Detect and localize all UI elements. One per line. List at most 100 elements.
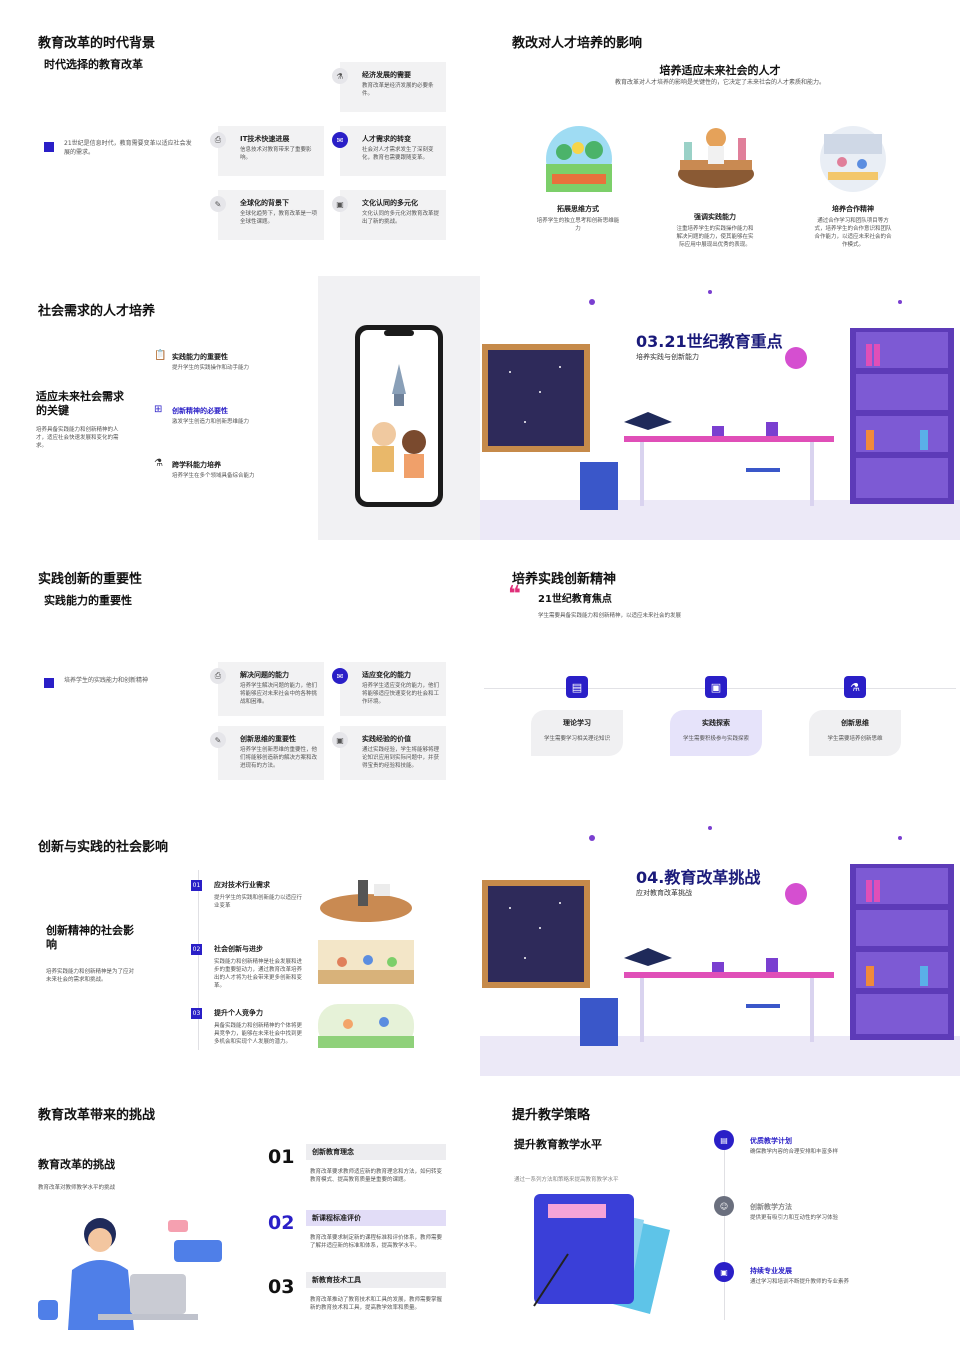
item-number: 02 (191, 944, 202, 955)
image-icon: ▣ (332, 196, 348, 212)
card-adapt[interactable]: ✉ 适应变化的能力 培养学生适应变化的能力，他们将能够适应快速变化的社会和工作环… (332, 662, 446, 716)
bullet-square (44, 678, 54, 688)
card-desc: 全球化趋势下，教育改革是一项全球性课题。 (240, 211, 318, 225)
card-it[interactable]: ⎙ IT技术快速进展 信息技术对教育带来了重要影响。 (210, 126, 324, 176)
left-text: 培养学生的实践能力和创新精神 (64, 677, 149, 684)
quote-desc: 学生需要具备实践能力和创新精神，以适应未来社会的发展 (538, 613, 682, 619)
slide-subtitle: 实践能力的重要性 (44, 594, 132, 607)
item-title: 创新教学方法 (750, 1203, 792, 1211)
slide-subtitle: 培养适应未来社会的人才 (659, 64, 781, 77)
step-practice[interactable]: 实践探索 学生需要积极参与实践探索 (670, 710, 762, 756)
printer-icon: ⎙ (210, 132, 226, 148)
card-desc: 教育改革是经济发展的必要条件。 (362, 83, 434, 97)
card-talent[interactable]: ✉ 人才需求的转变 社会对人才需求发生了深刻变化，教育也需要跟随变革。 (332, 126, 446, 176)
timeline-line (724, 1144, 725, 1320)
item-desc: 提升学生的实践操作和动手能力 (172, 365, 250, 371)
item-title: 应对技术行业需求 (214, 881, 270, 889)
card-problem[interactable]: ⎙ 解决问题的能力 培养学生解决问题的能力，他们将能够应对未来社会中的各种挑战和… (210, 662, 324, 716)
slide-subtitle: 提升教育教学水平 (514, 1138, 602, 1151)
card-economy[interactable]: ⚗ 经济发展的需要 教育改革是经济发展的必要条件。 (332, 62, 446, 112)
item-number: 01 (268, 1146, 295, 1168)
step-innovation[interactable]: 创新思维 学生需要培养创新思维 (809, 710, 901, 756)
section-subtitle: 应对教育改革挑战 (636, 889, 692, 897)
slide-4[interactable]: 03.21世纪教育重点 培养实践与创新能力 (480, 272, 960, 540)
slide-10[interactable]: 提升教学策略 提升教育教学水平 通过一系列方法和策略来提高教育教学水平 ▤ 优质… (480, 1080, 960, 1348)
col-desc: 注重培养学生的实践操作能力和解决问题的能力，使其能够在实际应用中展现出优秀的表现… (676, 226, 754, 248)
item-title: 社会创新与进步 (214, 945, 263, 953)
classroom-photo (318, 940, 414, 984)
item-title: 持续专业发展 (750, 1267, 792, 1275)
section-title: 04.教育改革挑战 (636, 868, 761, 887)
slide-title: 教改对人才培养的影响 (512, 36, 643, 51)
card-title: 全球化的背景下 (240, 199, 289, 207)
col-title: 强调实践能力 (694, 213, 736, 221)
card-desc: 社会对人才需求发生了深刻变化，教育也需要跟随变革。 (362, 147, 434, 161)
col-2: 强调实践能力 注重培养学生的实践操作能力和解决问题的能力，使其能够在实际应用中展… (676, 212, 754, 249)
bullet-square (44, 142, 54, 152)
left-desc: 教育改革对教师教学水平的挑战 (38, 1185, 116, 1191)
card-title: 人才需求的转变 (362, 135, 411, 143)
key-desc: 培养具备实践能力和创新精神的人才，适应社会快速发展和变化的需求。 (36, 427, 119, 449)
slide-title: 实践创新的重要性 (38, 572, 143, 587)
section-subtitle: 培养实践与创新能力 (636, 353, 699, 361)
item-desc: 实践能力和创新精神是社会发展和进步的重要驱动力，通过教育改革培养出的人才将为社会… (214, 959, 303, 989)
item-desc: 提供更有吸引力和互动性的学习体验 (750, 1215, 839, 1221)
slide-7[interactable]: 创新与实践的社会影响 创新精神的社会影响 培养实践能力和创新精神是为了应对未来社… (0, 808, 480, 1076)
card-experience[interactable]: ▣ 实践经验的价值 通过实践经验，学生将能够将理论知识应用到实际问题中，并获得宝… (332, 726, 446, 780)
slide-1[interactable]: 教育改革的时代背景 时代选择的教育改革 21世纪是信息时代，教育需要变革以适应社… (0, 0, 480, 268)
item-desc: 通过学习和培训不断提升教师的专业素养 (750, 1279, 850, 1285)
slide-title: 教育改革的时代背景 (38, 36, 156, 51)
printer-icon: ⎙ (210, 668, 226, 684)
lab-illustration (678, 128, 754, 188)
col-1: 拓展思维方式 培养学生的独立思考和创新思维能力 (536, 204, 620, 233)
microscope-illustration (320, 880, 412, 922)
item-desc: 培养学生在多个领域具备综合能力 (172, 473, 255, 479)
card-global[interactable]: ✎ 全球化的背景下 全球化趋势下，教育改革是一项全球性课题。 (210, 190, 324, 240)
item-title: 新教育技术工具 (312, 1276, 361, 1284)
item-number: 01 (191, 880, 202, 891)
document-icon: ✎ (210, 196, 226, 212)
item-title: 提升个人竞争力 (214, 1009, 263, 1017)
card-title: IT技术快速进展 (240, 135, 290, 143)
woman-laptop-illustration (38, 1218, 222, 1330)
image-icon: ▣ (714, 1262, 734, 1282)
card-title: 经济发展的需要 (362, 71, 411, 79)
card-title: 文化认同的多元化 (362, 199, 418, 207)
slide-6[interactable]: 培养实践创新精神 ❝ 21世纪教育焦点 学生需要具备实践能力和创新精神，以适应未… (480, 540, 960, 808)
step-title: 理论学习 (563, 719, 591, 727)
card-culture[interactable]: ▣ 文化认同的多元化 文化认同的多元化对教育改革提出了新的挑战。 (332, 190, 446, 240)
card-desc: 培养学生解决问题的能力，他们将能够应对未来社会中的各种挑战和困难。 (240, 683, 318, 705)
card-title: 创新思维的重要性 (240, 735, 296, 743)
document-icon: ✎ (210, 732, 226, 748)
flask-icon: ⚗ (844, 676, 866, 698)
item-title-bar: 新教育技术工具 (306, 1272, 446, 1288)
slide-3[interactable]: 社会需求的人才培养 适应未来社会需求的关键 培养具备实践能力和创新精神的人才，适… (0, 272, 480, 540)
slide-8[interactable]: 04.教育改革挑战 应对教育改革挑战 (480, 808, 960, 1076)
slide-2[interactable]: 教改对人才培养的影响 培养适应未来社会的人才 教育改革对人才培养的影响是关键性的… (480, 0, 960, 268)
card-desc: 信息技术对教育带来了重要影响。 (240, 147, 312, 161)
slide-subtitle: 时代选择的教育改革 (44, 58, 143, 71)
step-title: 实践探索 (702, 719, 730, 727)
col-3: 培养合作精神 通过合作学习和团队项目等方式，培养学生的合作意识和团队合作能力，以… (814, 204, 892, 249)
slide-5[interactable]: 实践创新的重要性 实践能力的重要性 培养学生的实践能力和创新精神 ⎙ 解决问题的… (0, 540, 480, 808)
card-innovate[interactable]: ✎ 创新思维的重要性 培养学生创新思维的重要性，他们将能够创造新的解决方案和改进… (210, 726, 324, 780)
outdoor-illustration (546, 126, 612, 192)
outdoor-kids-illustration (318, 1004, 414, 1048)
phone-mockup (355, 325, 443, 507)
phone-panel (318, 276, 480, 540)
step-theory[interactable]: 理论学习 学生需要学习相关理论知识 (531, 710, 623, 756)
card-desc: 通过实践经验，学生将能够将理论知识应用到实际问题中，并获得宝贵的经验和技能。 (362, 747, 440, 769)
key-title: 适应未来社会需求的关键 (36, 390, 124, 417)
item-number: 02 (268, 1212, 295, 1234)
slide-9[interactable]: 教育改革带来的挑战 教育改革的挑战 教育改革对教师教学水平的挑战 01 创新教育… (0, 1080, 480, 1348)
image-icon: ▣ (332, 732, 348, 748)
classroom-illustration (480, 290, 960, 540)
quote-icon: ❝ (508, 582, 521, 607)
quote-title: 21世纪教育焦点 (538, 594, 612, 605)
intro-text: 教育改革对人才培养的影响是关键性的，它决定了未来社会的人才素质和能力。 (614, 79, 825, 86)
slide-title: 社会需求的人才培养 (38, 304, 156, 319)
chat-icon: ✉ (332, 132, 348, 148)
item-desc: 激发学生创造力和创新思维能力 (172, 419, 250, 425)
item-title: 优质教学计划 (750, 1137, 792, 1145)
timeline-line (198, 870, 199, 1050)
